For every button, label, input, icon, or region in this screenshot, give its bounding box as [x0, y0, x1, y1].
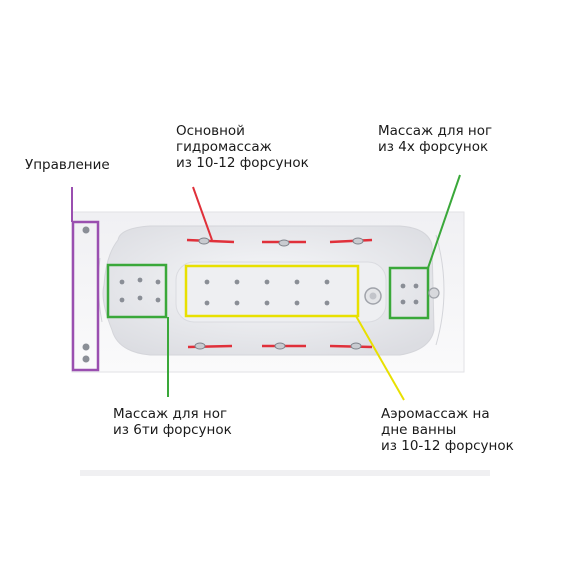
label-line: из 10-12 форсунок: [381, 438, 514, 454]
hydro-leader-line: [192, 186, 213, 241]
foot-jets-4: [400, 283, 419, 305]
jet-icon: [400, 299, 406, 305]
jet-icon: [119, 279, 125, 285]
hydro-nozzles: [194, 237, 364, 350]
jet-icon: [204, 300, 210, 306]
nozzle-icon: [278, 239, 290, 247]
jet-icon: [324, 279, 330, 285]
label-line: Массаж для ног: [113, 406, 228, 422]
nozzle-icon: [194, 342, 206, 350]
hydro-jet-marker: [329, 238, 373, 244]
label-line: из 6ти форсунок: [113, 422, 232, 438]
jet-icon: [413, 299, 419, 305]
label-aero-massage: Аэромассаж на дне ванны из 10-12 форсуно…: [381, 406, 514, 454]
label-foot-massage-4: Массаж для ног из 4х форсунок: [378, 123, 492, 155]
foot-jets-6: [119, 277, 161, 303]
foot-massage-6-frame: [106, 263, 168, 319]
jet-icon: [234, 279, 240, 285]
label-line: дне ванны: [381, 422, 457, 438]
label-line: Аэромассаж на: [381, 406, 490, 422]
label-line: Основной: [176, 123, 245, 139]
right-end-curve: [435, 234, 445, 346]
foot-massage-4-frame: [388, 266, 430, 320]
jet-icon: [155, 297, 161, 303]
label-line: из 10-12 форсунок: [176, 155, 309, 171]
jet-icon: [413, 283, 419, 289]
aero-massage-frame: [184, 264, 360, 318]
aero-massage-leader: [355, 315, 405, 401]
aero-jets: [204, 279, 330, 306]
overflow-fitting-icon: [428, 287, 440, 299]
nozzle-icon: [350, 342, 362, 350]
jet-icon: [137, 277, 143, 283]
drain-center-icon: [369, 292, 377, 300]
jet-icon: [264, 300, 270, 306]
control-panel-frame: [71, 220, 100, 372]
label-control: Управление: [25, 157, 110, 173]
control-button-icon: [82, 226, 90, 234]
floor-shadow: [80, 470, 490, 476]
label-line: Массаж для ног: [378, 123, 493, 139]
nozzle-icon: [198, 237, 210, 245]
label-main-hydro: Основной гидромассаж из 10-12 форсунок: [176, 123, 309, 171]
foot-massage-4-leader: [427, 174, 461, 269]
jet-icon: [119, 297, 125, 303]
jet-icon: [137, 295, 143, 301]
tub-floor: [175, 261, 387, 323]
label-line: из 4х форсунок: [378, 139, 489, 155]
jet-icon: [294, 279, 300, 285]
nozzle-icon: [352, 237, 364, 245]
label-line: гидромассаж: [176, 139, 272, 155]
control-button-icon: [82, 355, 90, 363]
control-button-icon: [82, 343, 90, 351]
label-foot-massage-6: Массаж для ног из 6ти форсунок: [113, 406, 232, 438]
jet-icon: [264, 279, 270, 285]
label-line: Управление: [25, 157, 110, 173]
jet-icon: [324, 300, 330, 306]
jet-icon: [400, 283, 406, 289]
jet-icon: [294, 300, 300, 306]
hydro-jet-marker: [186, 238, 235, 244]
jet-icon: [155, 279, 161, 285]
jet-icon: [234, 300, 240, 306]
jet-icon: [204, 279, 210, 285]
nozzle-icon: [274, 342, 286, 350]
